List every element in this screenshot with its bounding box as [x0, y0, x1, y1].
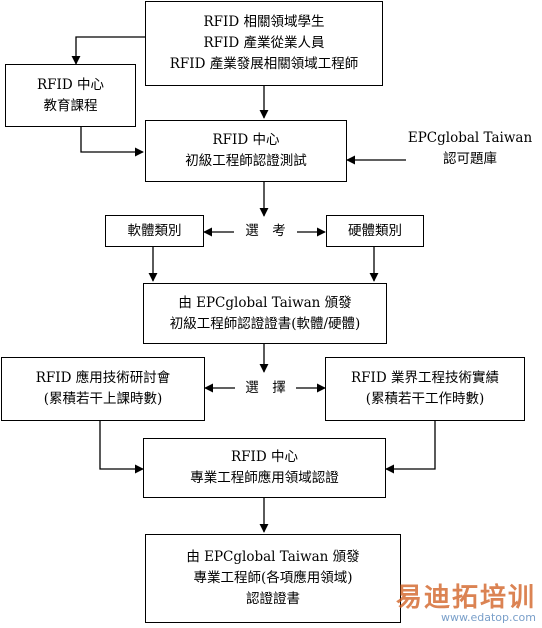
course-line-1: RFID 中心	[37, 76, 104, 93]
junior-exam-box: RFID 中心 初級工程師認證測試	[145, 120, 347, 182]
question-bank-line-2: 認可題庫	[443, 151, 497, 167]
watermark-url: www.edatop.com	[441, 611, 536, 624]
hardware-category-box: 硬體類別	[326, 215, 424, 247]
seminar-line-2: (累積若干上課時數)	[43, 391, 163, 407]
pro-cert-line-2: 專業工程師(各項應用領域)	[193, 570, 353, 586]
candidates-line-1: RFID 相關領域學生	[203, 14, 325, 30]
watermark-logo: 易迪拓培训 www.edatop.com	[396, 584, 536, 624]
course-line-2: 教育課程	[43, 97, 98, 114]
watermark-brand: 易迪拓培训	[395, 583, 536, 613]
software-category-label: 軟體類別	[127, 222, 182, 239]
junior-cert-line-2: 初級工程師認證證書(軟體/硬體)	[169, 315, 361, 332]
pro-cert-line-1: 由 EPCglobal Taiwan 頒發	[186, 549, 360, 565]
hardware-category-label: 硬體類別	[348, 222, 402, 239]
professional-certificate-box: 由 EPCglobal Taiwan 頒發 專業工程師(各項應用領域) 認證證書	[145, 534, 401, 623]
junior-cert-line-1: 由 EPCglobal Taiwan 頒發	[178, 294, 352, 311]
arrow-seminar-to-pro	[99, 421, 144, 474]
pro-exam-line-1: RFID 中心	[231, 449, 298, 465]
exam-choice-label: 選 考	[234, 221, 297, 242]
junior-exam-line-1: RFID 中心	[212, 132, 280, 148]
choose-label: 選 擇	[235, 378, 296, 399]
practice-line-2: (累積若干工作時數)	[365, 391, 485, 407]
pro-exam-line-2: 專業工程師應用領域認證	[190, 470, 339, 486]
candidates-line-3: RFID 產業發展相關領域工程師	[169, 56, 359, 72]
candidates-line-2: RFID 產業從業人員	[203, 35, 325, 51]
seminar-line-1: RFID 應用技術研討會	[35, 370, 171, 386]
question-bank-line-1: EPCglobal Taiwan	[407, 130, 533, 146]
exam-choice-text: 選 考	[245, 223, 286, 239]
arrow-practice-to-pro	[385, 421, 436, 474]
rfid-center-course-box: RFID 中心 教育課程	[5, 64, 136, 127]
seminar-box: RFID 應用技術研討會 (累積若干上課時數)	[1, 357, 205, 421]
candidates-box: RFID 相關領域學生 RFID 產業從業人員 RFID 產業發展相關領域工程師	[145, 1, 383, 86]
practice-line-1: RFID 業界工程技術實績	[351, 370, 499, 386]
pro-cert-line-3: 認證證書	[246, 591, 300, 607]
choose-text: 選 擇	[245, 380, 286, 396]
question-bank-label: EPCglobal Taiwan 認可題庫	[406, 128, 534, 170]
arrow-course-to-exam	[80, 127, 144, 157]
industry-practice-box: RFID 業界工程技術實績 (累積若干工作時數)	[325, 357, 525, 421]
professional-cert-exam-box: RFID 中心 專業工程師應用領域認證	[143, 438, 386, 498]
arrow-candidates-to-course	[71, 36, 145, 65]
software-category-box: 軟體類別	[105, 215, 204, 247]
junior-exam-line-2: 初級工程師認證測試	[185, 153, 307, 169]
junior-certificate-box: 由 EPCglobal Taiwan 頒發 初級工程師認證證書(軟體/硬體)	[143, 283, 387, 344]
